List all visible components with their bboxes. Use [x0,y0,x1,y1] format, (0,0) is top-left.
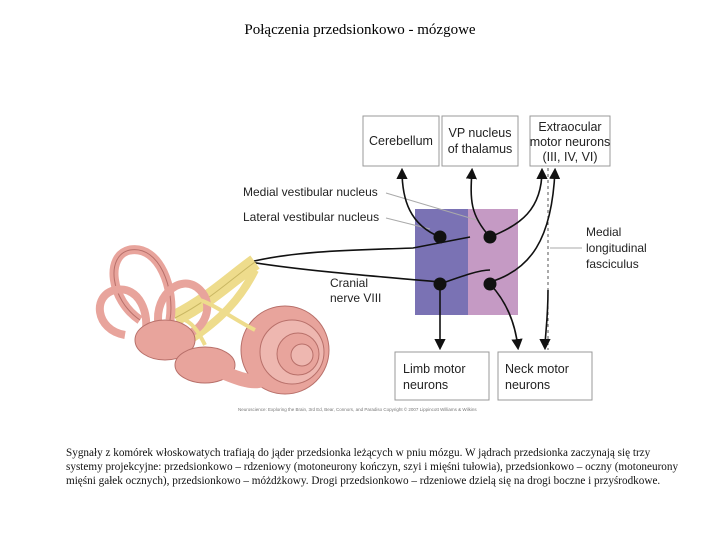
caption: Sygnały z komórek włoskowatych trafiają … [66,447,679,487]
extraocular-label-line1: Extraocular [538,120,601,134]
limb-motor-box [394,351,490,401]
extraocular-box [529,115,611,167]
to-vp-nucleus-path [465,167,491,238]
extraocular-label-line2: motor neurons [530,135,611,149]
nerve-to-lateral-nucleus-path [249,236,471,263]
lateral-nucleus-upper-neuron [433,230,447,244]
cranial-nerve-label-line2: nerve VIII [330,291,381,305]
vp-nucleus-label-line1: VP nucleus [448,126,511,140]
vp-nucleus-box [441,115,519,167]
pathways [249,167,561,351]
lateral-vestibular-nucleus-block [415,209,468,315]
medial-vestibular-nucleus-block [468,209,518,315]
mlf-label-line1: Medial [586,225,621,239]
figure-credit: Neuroscience: Exploring the Brain, 3rd E… [238,406,477,412]
medial-vestibular-nucleus-label: Medial vestibular nucleus [243,185,378,199]
cranial-nerve-label-line1: Cranial [330,276,368,290]
neck-motor-label-line2: neurons [505,378,550,392]
neck-motor-box [497,351,593,401]
mlf-label-line2: longitudinal [586,241,647,255]
cerebellum-box [362,115,440,167]
medial-nucleus-upper-neuron [483,230,497,244]
to-cerebellum-path [396,167,441,238]
to-neck-motor-path-2 [539,289,551,351]
nerve-to-lower-nucleus-path [249,261,441,283]
mlf-label-line3: fasciculus [586,257,639,271]
extraocular-label-line3: (III, IV, VI) [542,150,597,164]
vp-nucleus-label-line2: of thalamus [448,142,513,156]
lateral-vestibular-nucleus-label: Lateral vestibular nucleus [243,210,379,224]
cerebellum-label: Cerebellum [369,134,433,148]
to-extraocular-path-2 [489,167,561,283]
to-extraocular-path [489,167,548,238]
medial-nucleus-lower-neuron [483,277,497,291]
neck-motor-label-line1: Neck motor [505,362,569,376]
limb-motor-label-line1: Limb motor [403,362,466,376]
medial-vestibular-pointer [385,192,481,222]
lateral-nucleus-lower-neuron [433,277,447,291]
limb-motor-label-line2: neurons [403,378,448,392]
inner-ear-illustration [95,245,330,395]
slide-title: Połączenia przedsionkowo - mózgowe [244,22,476,38]
